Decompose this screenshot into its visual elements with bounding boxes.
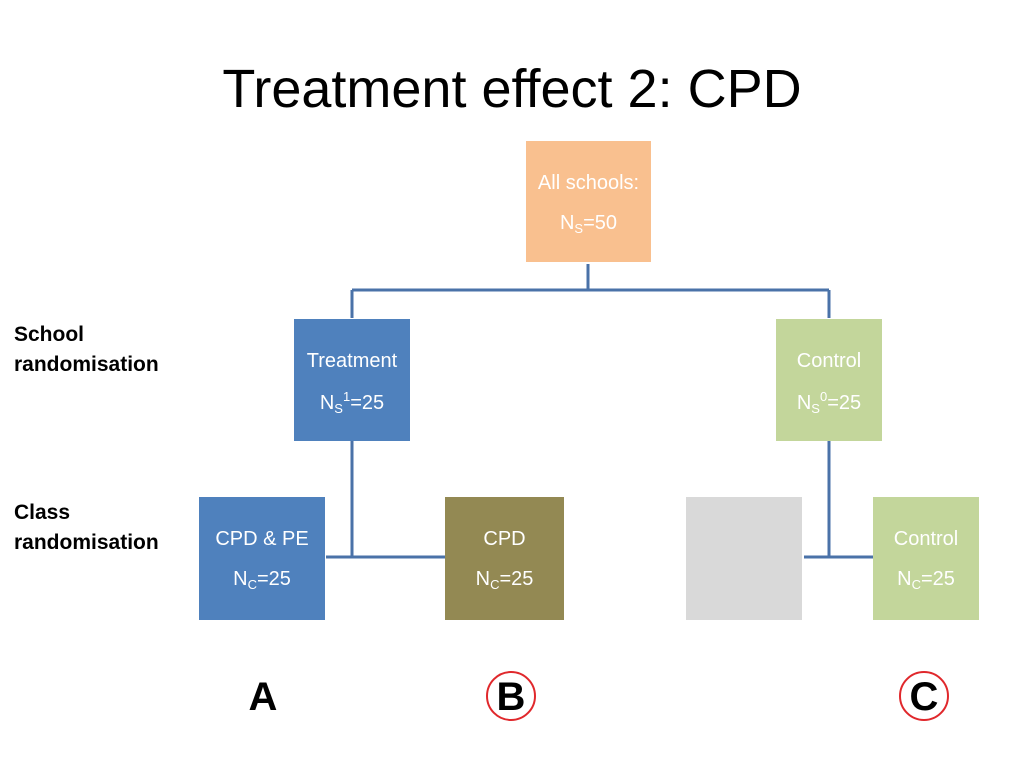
node-control-class: Control NC=25 [873,497,979,620]
node-label: Control [893,528,959,550]
node-count: NS1=25 [319,389,385,416]
node-count: NC=25 [475,568,534,592]
node-control-school: Control NS0=25 [776,319,882,441]
node-label: Treatment [306,350,398,372]
node-cpd: CPD NC=25 [445,497,564,620]
node-label: CPD [483,528,526,550]
group-label-c: C [909,675,939,719]
node-count: NC=25 [897,568,955,592]
node-all-schools: All schools: NS=50 [526,141,651,262]
node-label: Control [796,350,862,372]
node-treatment: Treatment NS1=25 [294,319,410,441]
page-title: Treatment effect 2: CPD [222,59,802,119]
group-label-b-circle [486,671,536,721]
node-blank [686,497,802,620]
school-randomisation-label: School randomisation [14,323,159,377]
node-count: NS0=25 [796,389,862,416]
class-randomisation-label: Class randomisation [14,501,159,555]
group-label-a: A [248,675,278,719]
group-label-b: B [496,675,526,719]
node-label: CPD & PE [215,528,309,550]
node-cpd-pe: CPD & PE NC=25 [199,497,325,620]
group-label-c-circle [899,671,949,721]
node-label: All schools: [537,172,640,194]
node-count: NC=25 [233,568,291,592]
node-count: NS=50 [559,212,618,236]
